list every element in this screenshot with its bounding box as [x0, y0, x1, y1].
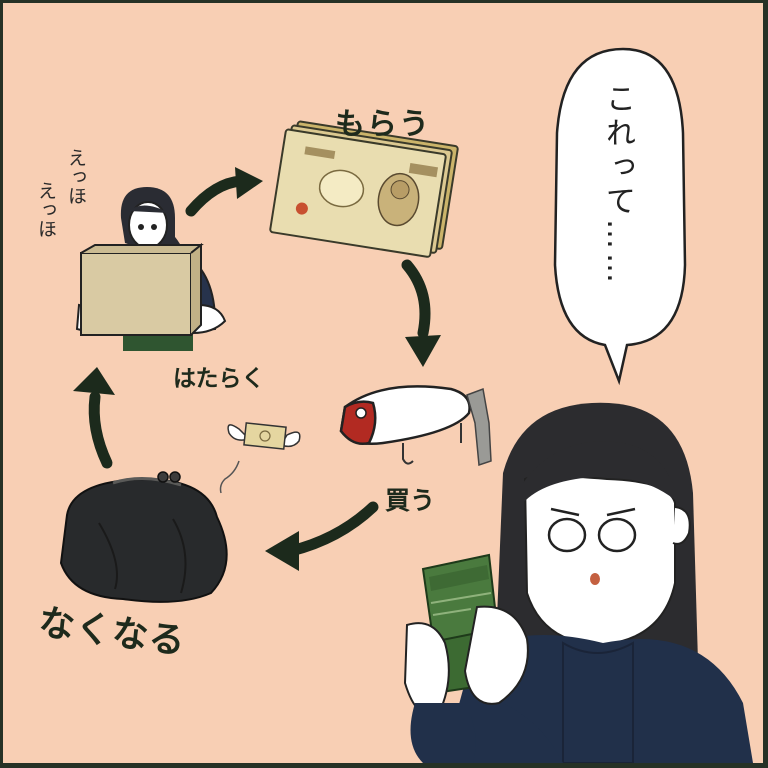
arrow-icon — [185, 167, 263, 217]
flying-money-icon — [219, 422, 301, 494]
comic-panel: もらう はたらく 買う なくなる えっほ えっほ これって…… — [3, 3, 763, 763]
sfx-text: えっほ — [65, 148, 87, 205]
buy-label: 買う — [385, 486, 436, 515]
wallet-icon — [403, 553, 563, 763]
speech-text: これって…… — [600, 83, 635, 287]
arrow-icon — [73, 367, 115, 469]
fishing-lure-icon — [339, 385, 492, 467]
woman-figure — [443, 402, 753, 763]
sfx-text: えっほ — [35, 181, 57, 238]
arrow-icon — [265, 501, 379, 571]
panel-artwork — [59, 47, 753, 763]
arrow-icon — [401, 259, 441, 367]
working-person-figure — [75, 187, 227, 351]
speech-bubble — [553, 47, 687, 386]
coin-purse-icon — [59, 471, 228, 603]
cardboard-box — [80, 252, 192, 336]
receive-label: もらう — [335, 107, 431, 142]
yen-note-icon — [269, 120, 459, 258]
work-label: はたらく — [173, 366, 265, 392]
